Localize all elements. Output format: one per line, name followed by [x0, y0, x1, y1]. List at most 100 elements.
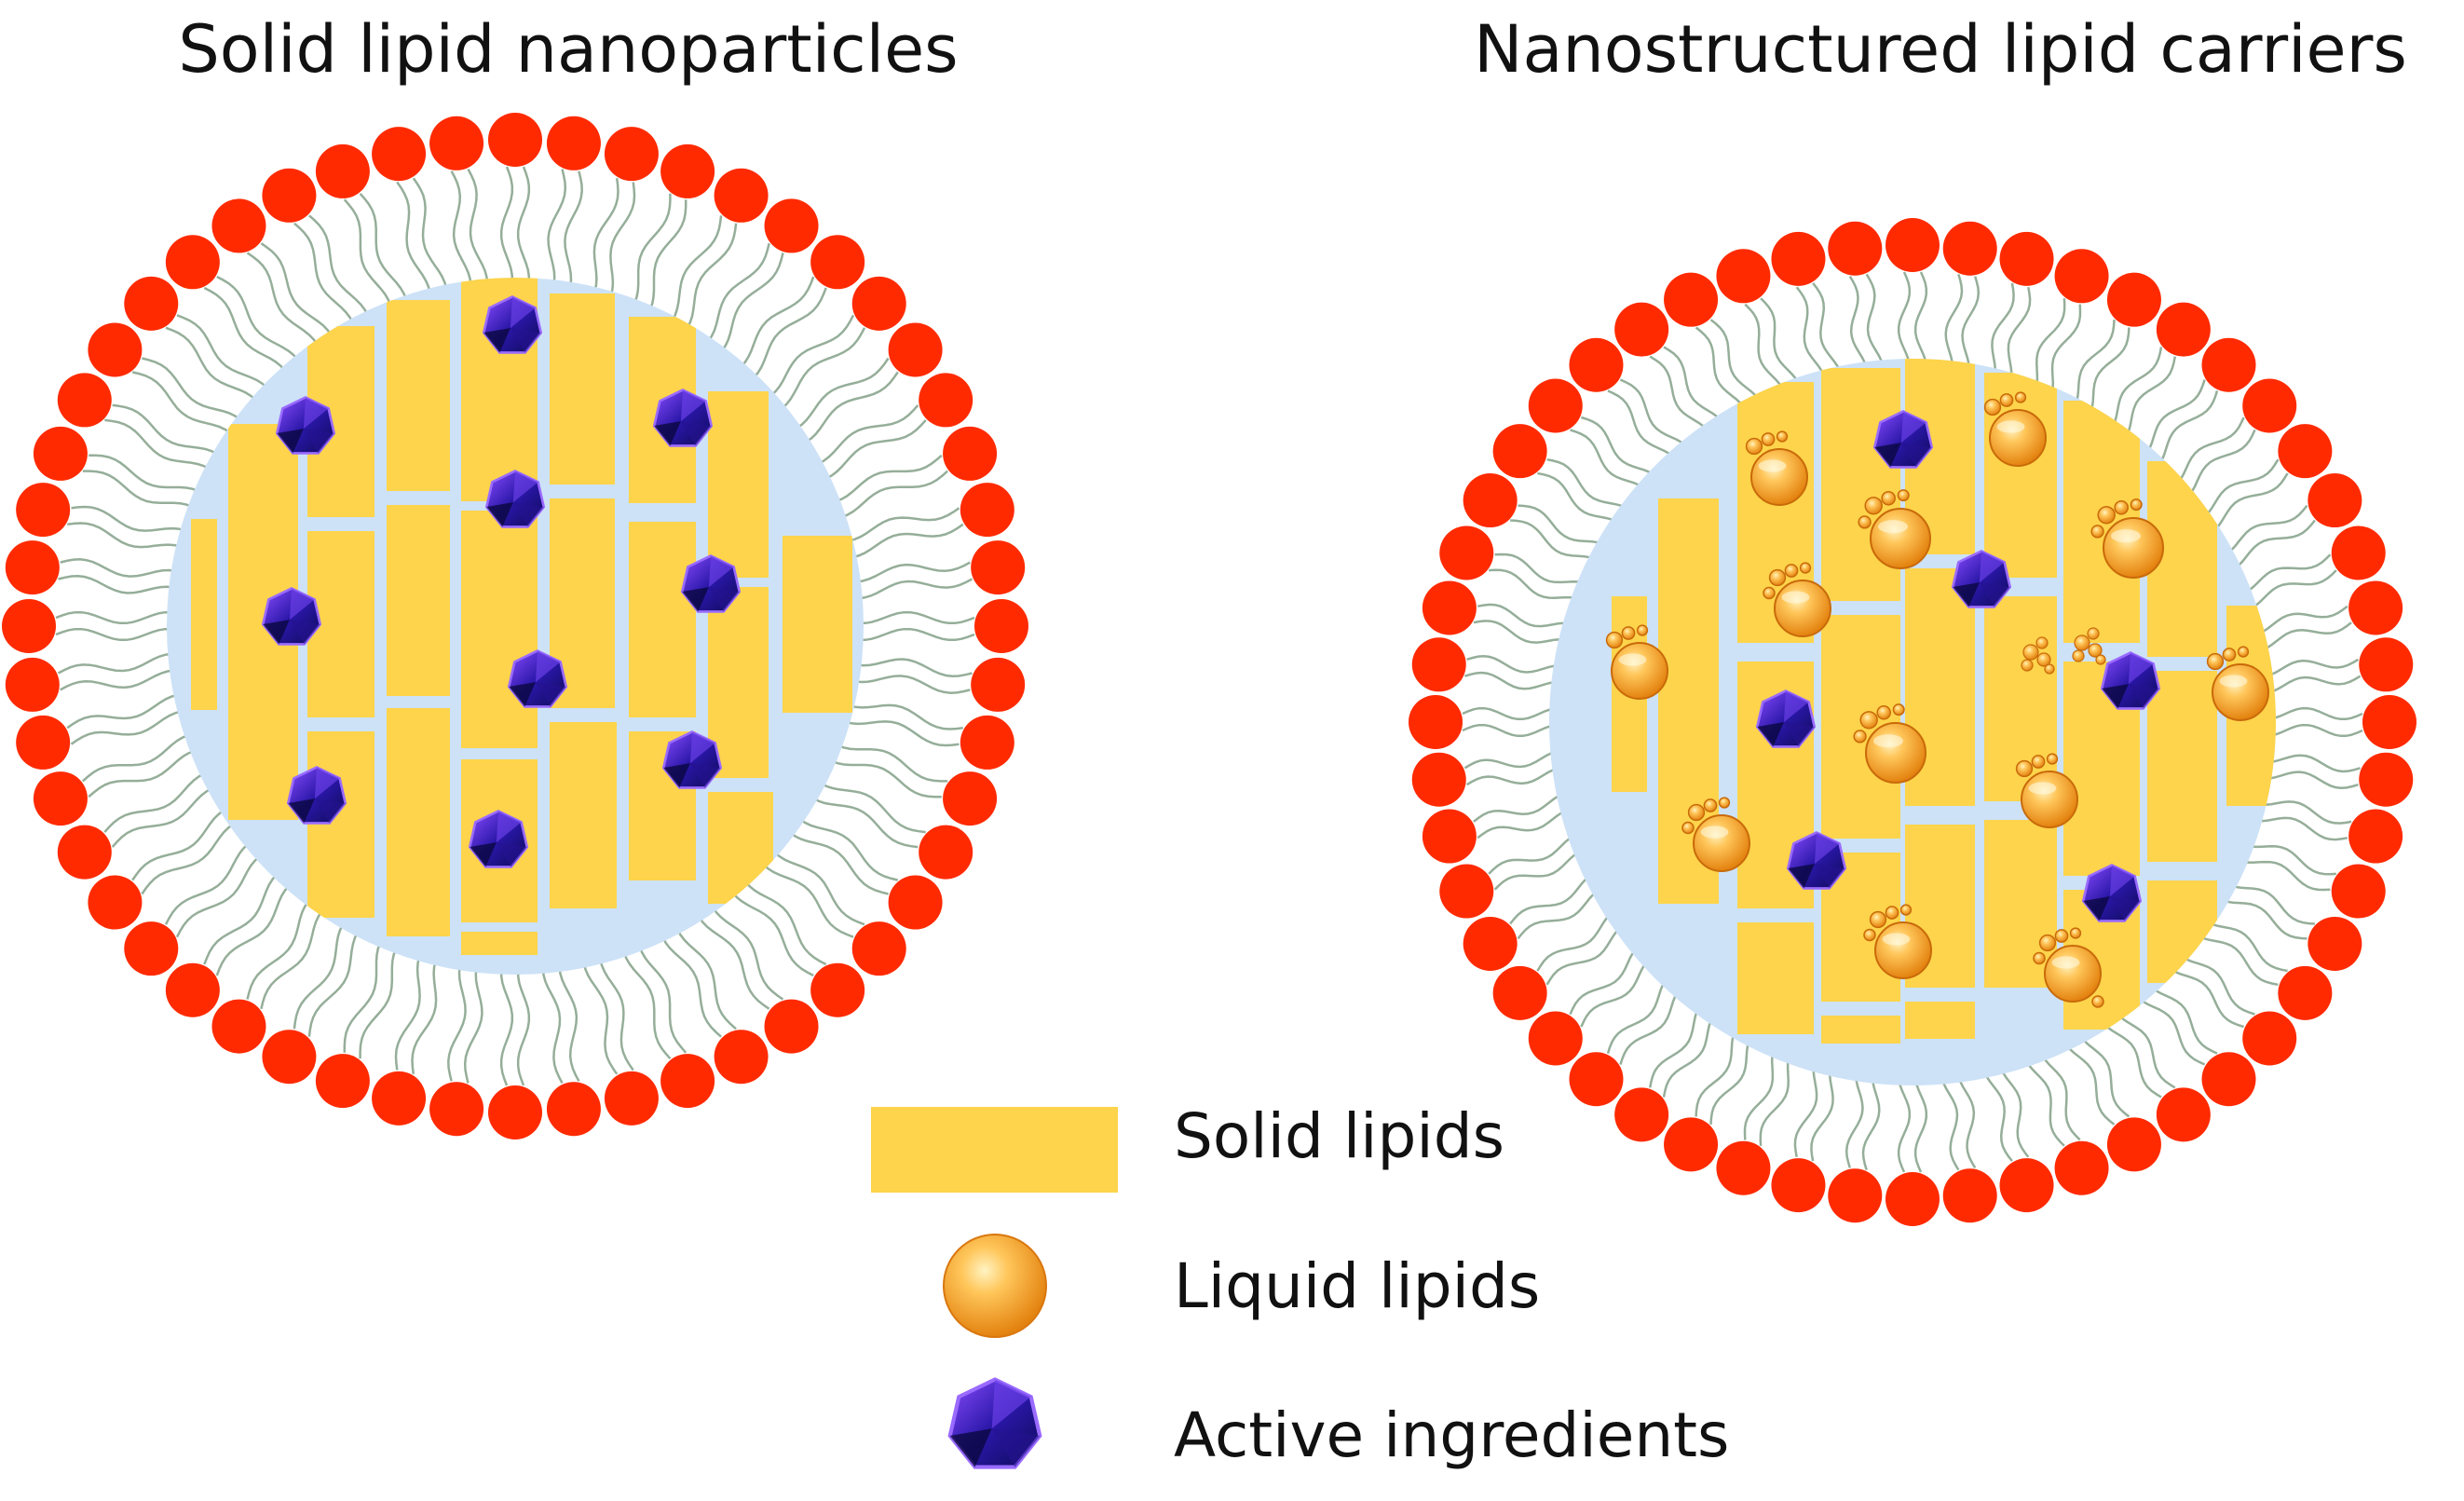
- lipid-head: [851, 921, 906, 976]
- droplet-satellite: [1784, 564, 1799, 578]
- droplet-satellite: [1881, 491, 1896, 506]
- lipid-head: [488, 113, 542, 167]
- liquid-lipid-droplet: [1681, 797, 1750, 872]
- droplet-satellite: [2237, 646, 2250, 658]
- solid-lipid-block: [783, 536, 852, 713]
- lipid-head: [2156, 1087, 2211, 1142]
- lipid-head: [919, 825, 973, 880]
- lipid-head: [2331, 525, 2386, 580]
- droplet-satellite: [2130, 498, 2143, 512]
- gem-facet: [263, 620, 290, 645]
- liquid-lipid-droplet: [1745, 430, 1808, 506]
- solid-lipid-block: [387, 505, 450, 696]
- droplet-satellite: [1859, 711, 1878, 730]
- legend-liquid-lipids: Liquid lipids: [1174, 1250, 1540, 1322]
- lipid-head: [57, 825, 112, 880]
- active-ingredient: [468, 810, 529, 868]
- liquid-lipid-droplet: [2090, 498, 2164, 579]
- active-ingredient: [286, 766, 347, 825]
- lipid-head: [2348, 809, 2403, 864]
- gem-facet: [1783, 722, 1815, 747]
- lipid-head: [1771, 1158, 1826, 1213]
- droplet-main: [1865, 722, 1926, 784]
- active-ingredient: [275, 396, 336, 455]
- lipid-head: [211, 999, 266, 1054]
- lipid-head: [315, 1054, 370, 1109]
- lipid-head: [2362, 695, 2416, 749]
- droplet-main: [1693, 814, 1750, 872]
- solid-lipid-block: [1905, 1002, 1975, 1039]
- solid-lipid-block: [708, 587, 769, 778]
- solid-lipid-block: [708, 792, 773, 904]
- lipid-head: [2201, 337, 2256, 392]
- droplet-satellite: [1853, 730, 1867, 744]
- active-ingredient: [507, 649, 568, 708]
- lipid-head: [1411, 752, 1466, 807]
- droplet-main: [1874, 921, 1932, 979]
- droplet-satellite: [2038, 934, 2057, 952]
- droplet-satellite: [1983, 398, 2002, 416]
- gem-facet: [277, 429, 304, 454]
- droplet-highlight: [1882, 933, 1911, 946]
- liquid-lipid-droplet: [1983, 391, 2047, 467]
- lipid-head: [1885, 218, 1940, 272]
- lipid-head: [714, 1030, 769, 1085]
- solid-lipid-block: [387, 894, 450, 936]
- active-ingredient: [1951, 550, 2012, 608]
- lipid-head: [16, 715, 71, 770]
- solid-lipid-block: [307, 731, 374, 918]
- droplet-satellite: [2021, 659, 2034, 672]
- lipid-head: [2331, 864, 2386, 919]
- lipid-head: [315, 143, 370, 198]
- active-ingredient: [652, 389, 714, 447]
- droplet-highlight: [1758, 459, 1787, 472]
- lipid-head: [1463, 916, 1518, 971]
- legend: Solid lipids Liquid lipids Active ingred…: [871, 1100, 1729, 1471]
- lipid-head: [2, 599, 56, 653]
- liquid-lipid-droplet: [1605, 624, 1668, 700]
- droplet-satellite: [2091, 995, 2104, 1008]
- droplet-satellite: [2087, 627, 2100, 640]
- droplet-main: [1611, 642, 1668, 700]
- lipid-head: [660, 1054, 715, 1109]
- solid-lipid-block: [550, 722, 617, 908]
- lipid-head: [974, 599, 1028, 653]
- droplet-satellite: [2222, 648, 2237, 662]
- droplet-satellite: [2035, 636, 2049, 649]
- droplet-satellite: [2054, 929, 2069, 943]
- lipid-head: [960, 483, 1014, 538]
- lipid-head: [1528, 378, 1583, 433]
- lipid-head: [714, 168, 769, 223]
- liquid-lipid-droplet-icon: [943, 1234, 1047, 1338]
- gem-facet: [1757, 722, 1784, 747]
- lipid-head: [88, 875, 143, 930]
- gem-facet: [512, 471, 538, 503]
- gem-facet: [510, 328, 541, 353]
- lipid-head: [33, 426, 88, 481]
- droplet-satellite: [1869, 910, 1887, 929]
- gem-facet: [314, 798, 346, 824]
- droplet-satellite: [2074, 635, 2090, 651]
- solid-lipid-block: [387, 708, 450, 894]
- active-ingredient: [482, 295, 543, 354]
- gem-facet: [689, 763, 721, 788]
- legend-active-ingredients: Active ingredients: [1174, 1399, 1729, 1471]
- gem-facet: [535, 682, 566, 707]
- nanostructured-lipid-carrier: [1409, 218, 2416, 1226]
- legend-solid-lipids: Solid lipids: [1174, 1100, 1504, 1172]
- lipid-head: [429, 1082, 484, 1137]
- solid-lipid-block: [1737, 922, 1814, 1034]
- lipid-head: [1439, 864, 1494, 919]
- droplet-main: [1750, 448, 1808, 506]
- droplet-satellite: [1876, 705, 1891, 720]
- solid-lipid-block: [461, 511, 538, 748]
- lipid-head: [1999, 231, 2054, 286]
- lipid-head: [919, 373, 973, 428]
- lipid-head: [429, 116, 484, 171]
- droplet-satellite: [1605, 631, 1624, 649]
- lipid-head: [660, 143, 715, 198]
- gem-facet: [496, 842, 527, 867]
- droplet-satellite: [1864, 497, 1883, 515]
- droplet-highlight: [1873, 734, 1903, 748]
